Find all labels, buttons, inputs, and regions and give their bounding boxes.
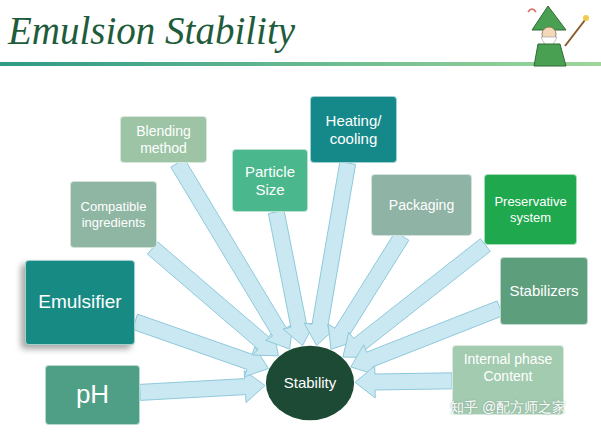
factor-box: Heating/ cooling: [310, 96, 397, 163]
block-arrow: [355, 366, 452, 398]
node-text: Compatible ingredients: [75, 199, 152, 230]
node-text: Particle Size: [237, 163, 303, 199]
factor-box: Compatible ingredients: [70, 181, 157, 248]
factor-box: Blending method: [120, 116, 207, 163]
node-text: Stability: [284, 374, 337, 392]
node-text: Stabilizers: [509, 282, 578, 300]
node-text: Emulsifier: [38, 291, 121, 314]
factor-box: pH: [45, 365, 140, 425]
node-text: Packaging: [389, 197, 454, 214]
node-text: Internal phase Content: [457, 351, 559, 385]
factor-box: Emulsifier: [25, 260, 135, 345]
factor-box: Packaging: [371, 174, 472, 236]
diagram-title: Emulsion Stability: [8, 8, 295, 53]
wizard-illustration: [528, 6, 589, 66]
node-text: Preservative system: [489, 194, 572, 225]
title-rule: [0, 62, 601, 66]
factor-box: Stabilizers: [500, 257, 588, 325]
watermark: 知乎 @配方师之家: [450, 399, 566, 417]
center-circle: Stability: [265, 345, 355, 421]
node-text: pH: [76, 379, 109, 410]
factor-box: Particle Size: [232, 149, 308, 212]
node-text: Heating/ cooling: [315, 112, 392, 148]
node-text: Blending method: [125, 123, 202, 157]
factor-box: Preservative system: [484, 174, 577, 245]
